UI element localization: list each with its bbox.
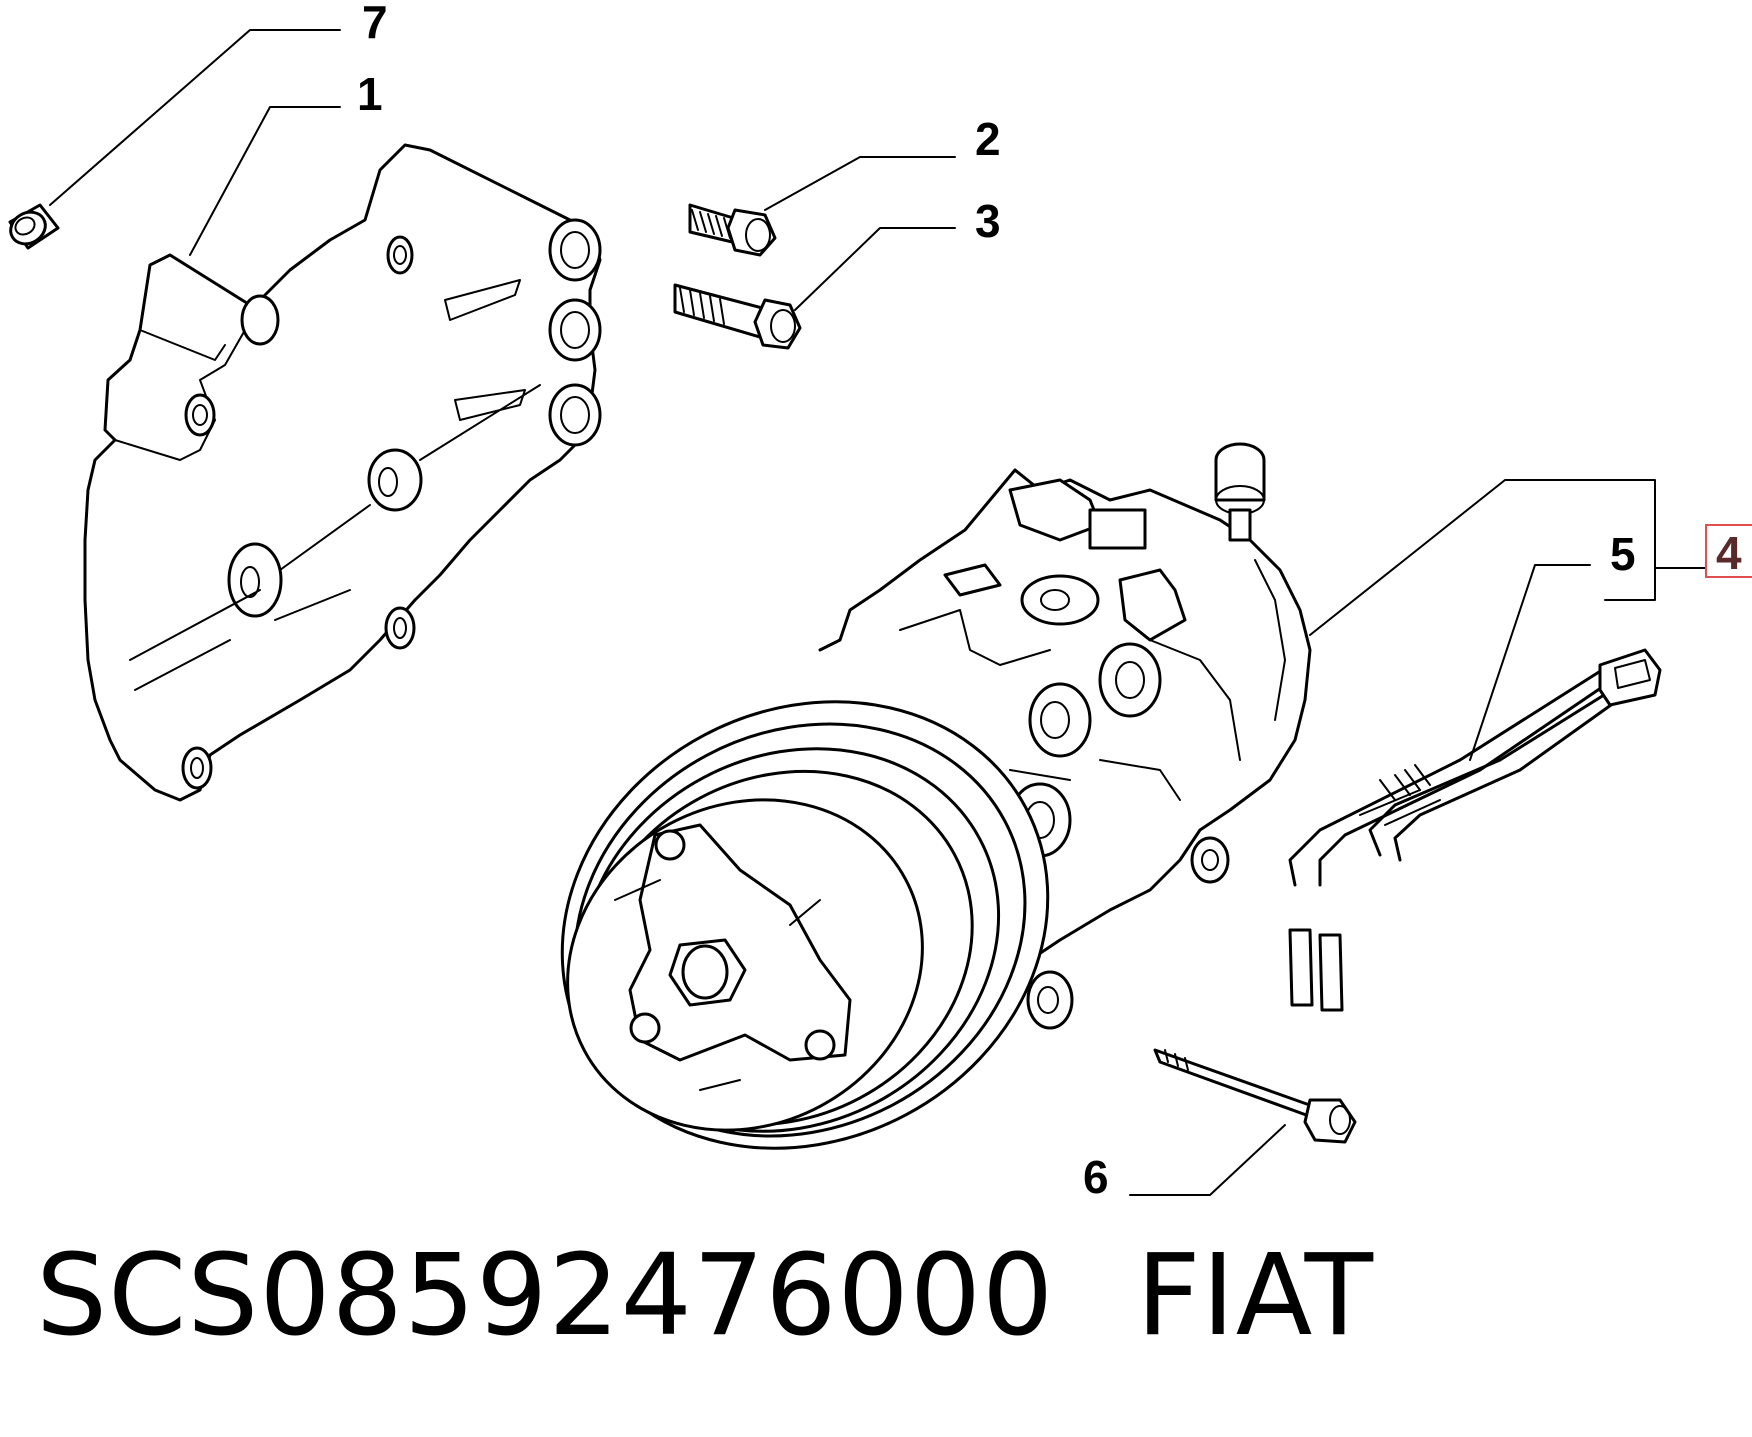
compressor-body	[818, 442, 1312, 1032]
part-6-bolt	[1153, 1048, 1357, 1144]
callout-4: 4	[1716, 527, 1742, 579]
part-number: SCS08592476000	[36, 1231, 1055, 1361]
callout-6: 6	[1083, 1151, 1109, 1203]
part-5-harness	[1288, 648, 1662, 1012]
brand-name: FIAT	[1136, 1231, 1375, 1361]
callout-1: 1	[357, 68, 383, 120]
callout-7: 7	[362, 0, 388, 48]
part-1-bracket	[83, 143, 602, 802]
callout-3: 3	[975, 195, 1001, 247]
compressor-pulley	[560, 700, 1050, 1150]
callout-2: 2	[975, 113, 1001, 165]
callout-4-box: 4	[1705, 524, 1752, 579]
part-2-bolt	[688, 203, 777, 257]
leader-lines	[49, 29, 1706, 1196]
callout-5: 5	[1610, 528, 1636, 580]
part-3-bolt	[673, 283, 802, 350]
part-7-bushing	[8, 203, 60, 250]
